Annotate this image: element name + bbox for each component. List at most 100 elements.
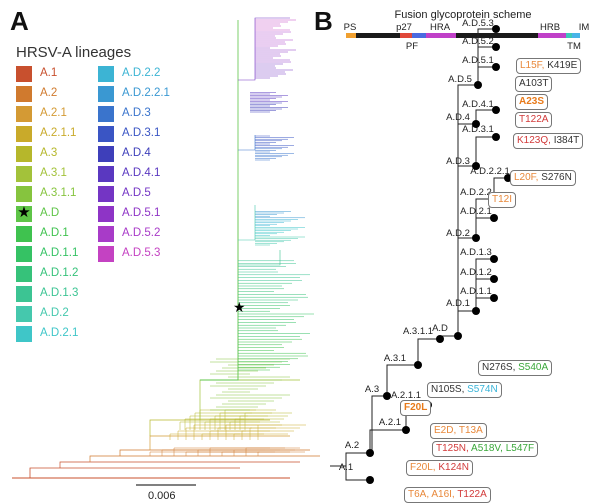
mutation-label: N105S, bbox=[431, 384, 468, 395]
tree-branch bbox=[29, 467, 240, 478]
legend-label: A.D.5.1 bbox=[122, 207, 161, 219]
mutation-box: T12I bbox=[488, 192, 517, 208]
mutation-label: T122A bbox=[457, 489, 487, 500]
legend-label: A.D.1.1 bbox=[40, 247, 79, 259]
mutation-label: S540A bbox=[518, 362, 549, 373]
legend-swatch bbox=[98, 166, 114, 182]
mutation-label: S276N bbox=[541, 172, 572, 183]
mutation-label: K124N bbox=[438, 462, 469, 473]
scheme-label-hrb: HRB bbox=[540, 22, 560, 33]
mutation-label: A103T bbox=[519, 78, 549, 89]
mutation-box: N105S, S574N bbox=[427, 382, 502, 398]
legend-swatch bbox=[98, 106, 114, 122]
legend-swatch bbox=[98, 66, 114, 82]
tree-branch bbox=[200, 200, 239, 381]
node-label: A.D bbox=[432, 323, 448, 334]
scheme-im bbox=[572, 33, 580, 38]
cladogram-branch bbox=[457, 310, 476, 336]
tree-branch bbox=[249, 427, 300, 440]
tree-branch bbox=[238, 135, 256, 151]
node-dot bbox=[436, 335, 444, 343]
node-dot bbox=[472, 234, 480, 242]
node-dot bbox=[492, 25, 500, 33]
node-label: A.D.5.3 bbox=[462, 18, 494, 29]
cladogram-branch bbox=[369, 429, 406, 453]
scale-label: 0.006 bbox=[148, 490, 176, 502]
tree-branch bbox=[234, 418, 284, 430]
node-label: A.D.4.1 bbox=[462, 99, 494, 110]
legend-label: A.3.1.1 bbox=[40, 187, 77, 199]
mutation-label: N276S, bbox=[482, 362, 519, 373]
node-label: A.D.2 bbox=[446, 228, 470, 239]
legend-label: A.D.5 bbox=[122, 187, 151, 199]
legend-swatch bbox=[16, 126, 32, 142]
node-label: A.3 bbox=[365, 384, 379, 395]
legend-swatch bbox=[16, 226, 32, 242]
cladogram-branch bbox=[475, 217, 494, 238]
legend-label: A.3 bbox=[40, 147, 58, 159]
cladogram-branch bbox=[475, 258, 494, 311]
legend-label: A.D bbox=[40, 207, 60, 219]
scheme-label-ps: PS bbox=[344, 22, 357, 33]
cladogram-branch bbox=[345, 466, 370, 481]
tree-branch bbox=[89, 455, 320, 462]
legend-label: A.D.4 bbox=[122, 147, 151, 159]
node-dot bbox=[490, 294, 498, 302]
mutation-label: A16I, bbox=[431, 489, 458, 500]
node-label: A.D.5.1 bbox=[462, 55, 494, 66]
scheme-label-p27: p27 bbox=[396, 22, 412, 33]
legend-swatch bbox=[16, 306, 32, 322]
node-label: A.D.2.1 bbox=[460, 206, 492, 217]
mutation-label: T125N, bbox=[436, 443, 472, 454]
tree-branch bbox=[59, 461, 300, 468]
node-dot bbox=[492, 106, 500, 114]
legend-label: A.2 bbox=[40, 87, 58, 99]
node-dot bbox=[383, 392, 391, 400]
cladogram-branch bbox=[477, 28, 496, 47]
legend-swatch bbox=[16, 206, 32, 222]
legend-label: A.D.2.1 bbox=[40, 327, 79, 339]
mutation-label: A518V, bbox=[471, 443, 506, 454]
legend-swatch bbox=[98, 146, 114, 162]
legend-label: A.2.1 bbox=[40, 107, 67, 119]
tree-branch bbox=[257, 451, 305, 456]
legend-swatch bbox=[98, 186, 114, 202]
scheme-bar bbox=[346, 33, 580, 38]
legend-label: A.2.1.1 bbox=[40, 127, 77, 139]
cladogram-branch bbox=[386, 364, 418, 396]
legend-label: A.3.1 bbox=[40, 167, 67, 179]
tree-branch bbox=[245, 447, 300, 456]
legend-label: A.D.1.2 bbox=[40, 267, 79, 279]
mutation-box: F20L bbox=[400, 400, 432, 416]
scheme-tm bbox=[566, 33, 572, 38]
tree-branch bbox=[257, 424, 306, 440]
mutation-box: T6A, A16I, T122A bbox=[404, 487, 491, 503]
legend-label: A.1 bbox=[40, 67, 58, 79]
mutation-label: T122A bbox=[519, 114, 549, 125]
node-label: A.D.5.2 bbox=[462, 36, 494, 47]
node-dot bbox=[492, 43, 500, 51]
node-label: A.3.1 bbox=[384, 353, 406, 364]
tree-branch bbox=[238, 205, 256, 241]
tree-branch bbox=[229, 421, 280, 430]
node-dot bbox=[366, 449, 374, 457]
tree-branch bbox=[238, 17, 290, 81]
node-dot bbox=[472, 307, 480, 315]
node-label: A.D.1.2 bbox=[460, 267, 492, 278]
legend-label: A.D.2 bbox=[40, 307, 69, 319]
legend-swatch bbox=[16, 266, 32, 282]
node-label: A.D.2.2.1 bbox=[470, 166, 510, 177]
cladogram-branch bbox=[475, 136, 496, 166]
mutation-label: F20L bbox=[404, 402, 428, 413]
legend-swatch bbox=[16, 166, 32, 182]
scheme-title: Fusion glycoprotein scheme bbox=[395, 9, 532, 21]
panel-a-letter: A bbox=[10, 6, 29, 36]
mutation-box: K123Q, I384T bbox=[513, 133, 584, 149]
legend-label: A.D.4.1 bbox=[122, 167, 161, 179]
legend-swatch bbox=[98, 206, 114, 222]
node-label: A.D.1 bbox=[446, 298, 470, 309]
legend-label: A.D.5.3 bbox=[122, 247, 161, 259]
legend-title: HRSV-A lineages bbox=[16, 44, 132, 61]
star-icon: ★ bbox=[17, 204, 31, 221]
mutation-box: N276S, S540A bbox=[478, 360, 553, 376]
